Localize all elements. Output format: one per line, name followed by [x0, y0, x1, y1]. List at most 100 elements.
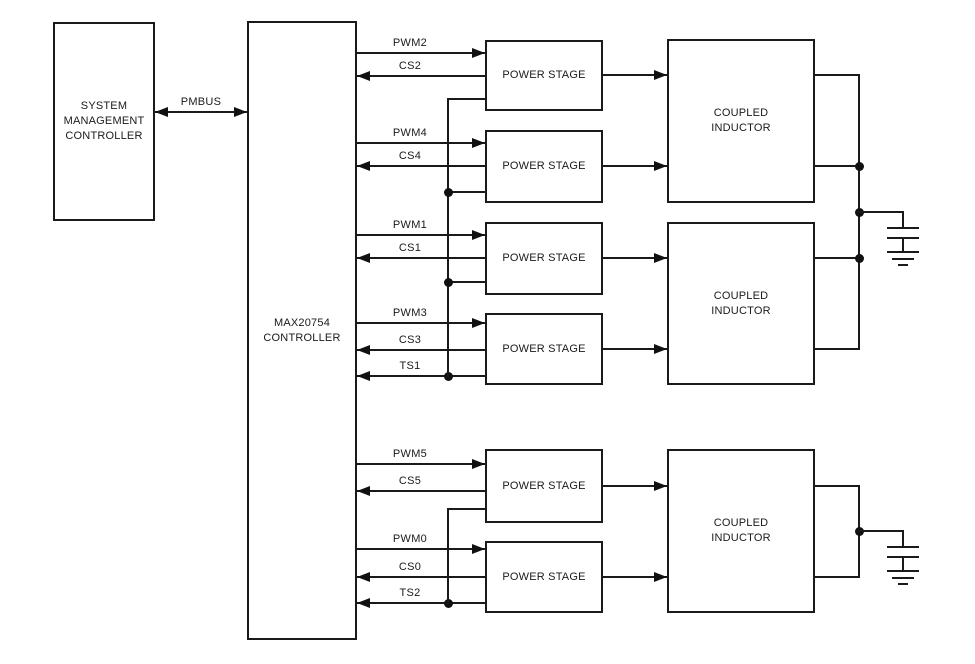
ps1-output-line [603, 74, 667, 76]
signal-cs4-label: CS4 [398, 150, 422, 162]
block-label: MAX20754 CONTROLLER [263, 316, 341, 344]
ci2-output-line-1 [815, 257, 860, 259]
block-label: POWER STAGE [502, 342, 586, 355]
block-power-stage-4: POWER STAGE [485, 313, 603, 385]
ground-bar [892, 577, 914, 579]
block-power-stage-2: POWER STAGE [485, 130, 603, 203]
output-rail-bottom-ground-tap [858, 530, 904, 532]
signal-pwm5-line [357, 463, 485, 465]
signal-cs4-line [357, 165, 485, 167]
arrowhead-right-icon [472, 318, 485, 328]
ps3-output-line [603, 257, 667, 259]
signal-pwm5-label: PWM5 [392, 448, 428, 460]
signal-pwm4-line [357, 142, 485, 144]
block-power-stage-3: POWER STAGE [485, 222, 603, 295]
block-system-management-controller: SYSTEM MANAGEMENT CONTROLLER [53, 22, 155, 221]
arrowhead-left-icon [357, 161, 370, 171]
capacitor-plate [887, 227, 919, 229]
ground-bar [887, 251, 919, 253]
signal-pwm3-label: PWM3 [392, 307, 428, 319]
block-max20754-controller: MAX20754 CONTROLLER [247, 21, 357, 640]
ground-bar [898, 264, 908, 266]
ci3-output-line-2 [815, 576, 860, 578]
ground-bar [898, 583, 908, 585]
signal-cs0-label: CS0 [398, 561, 422, 573]
arrowhead-left-icon [357, 486, 370, 496]
ci1-output-line-2 [815, 165, 860, 167]
ci1-output-line-1 [815, 74, 860, 76]
block-coupled-inductor-1: COUPLED INDUCTOR [667, 39, 815, 203]
block-label: POWER STAGE [502, 570, 586, 583]
ps5-output-line [603, 485, 667, 487]
arrowhead-left-icon [357, 71, 370, 81]
arrowhead-left-icon [357, 253, 370, 263]
block-label: POWER STAGE [502, 252, 586, 264]
signal-cs3-line [357, 349, 485, 351]
signal-cs0-line [357, 576, 485, 578]
block-label: COUPLED INDUCTOR [711, 289, 771, 317]
signal-cs2-line [357, 75, 485, 77]
arrowhead-left-icon [155, 107, 168, 117]
ci2-output-line-2 [815, 348, 860, 350]
block-label: POWER STAGE [502, 69, 586, 81]
block-coupled-inductor-3: COUPLED INDUCTOR [667, 449, 815, 613]
signal-pwm1-label: PWM1 [392, 219, 428, 231]
arrowhead-left-icon [357, 345, 370, 355]
arrowhead-right-icon [654, 161, 667, 171]
signal-ts2-label: TS2 [399, 587, 421, 599]
pmbus-label: PMBUS [180, 96, 222, 108]
signal-ts2-line [357, 602, 485, 604]
output-rail-top-ground-tap [858, 211, 904, 213]
signal-pwm0-label: PWM0 [392, 533, 428, 545]
ci3-output-line-1 [815, 485, 860, 487]
ts1-bus-line [447, 98, 449, 377]
arrowhead-right-icon [472, 48, 485, 58]
arrowhead-right-icon [654, 253, 667, 263]
signal-pwm4-label: PWM4 [392, 127, 428, 139]
capacitor-lead [902, 530, 904, 548]
ts1-stub-ps2 [447, 191, 485, 193]
block-label: POWER STAGE [502, 479, 586, 492]
block-label: COUPLED INDUCTOR [711, 107, 771, 134]
signal-cs1-line [357, 257, 485, 259]
arrowhead-right-icon [472, 544, 485, 554]
junction-dot [444, 188, 453, 197]
arrowhead-left-icon [357, 371, 370, 381]
signal-pwm3-line [357, 322, 485, 324]
signal-pwm1-line [357, 234, 485, 236]
block-label: POWER STAGE [502, 160, 586, 172]
junction-dot [855, 162, 864, 171]
ground-bar [892, 258, 914, 260]
capacitor-lead [902, 211, 904, 229]
capacitor-lead [902, 556, 904, 572]
capacitor-lead [902, 237, 904, 253]
ts1-stub-ps1 [447, 98, 485, 100]
block-coupled-inductor-2: COUPLED INDUCTOR [667, 222, 815, 385]
signal-pwm2-label: PWM2 [392, 37, 428, 49]
signal-ts1-line [357, 375, 485, 377]
signal-cs5-line [357, 490, 485, 492]
signal-pwm2-line [357, 52, 485, 54]
arrowhead-right-icon [654, 572, 667, 582]
signal-ts1-label: TS1 [399, 360, 421, 372]
block-power-stage-6: POWER STAGE [485, 541, 603, 613]
arrowhead-right-icon [472, 138, 485, 148]
arrowhead-right-icon [654, 481, 667, 491]
arrowhead-right-icon [654, 344, 667, 354]
junction-dot [855, 254, 864, 263]
block-power-stage-5: POWER STAGE [485, 449, 603, 523]
arrowhead-left-icon [357, 572, 370, 582]
ps2-output-line [603, 165, 667, 167]
block-label: COUPLED INDUCTOR [711, 517, 771, 544]
ps4-output-line [603, 348, 667, 350]
signal-cs3-label: CS3 [398, 334, 422, 346]
junction-dot [444, 278, 453, 287]
signal-pwm0-line [357, 548, 485, 550]
signal-cs1-label: CS1 [398, 242, 422, 254]
signal-cs5-label: CS5 [398, 475, 422, 487]
arrowhead-right-icon [654, 70, 667, 80]
pmbus-line [155, 111, 247, 113]
ts2-bus-line [447, 508, 449, 604]
arrowhead-right-icon [472, 230, 485, 240]
